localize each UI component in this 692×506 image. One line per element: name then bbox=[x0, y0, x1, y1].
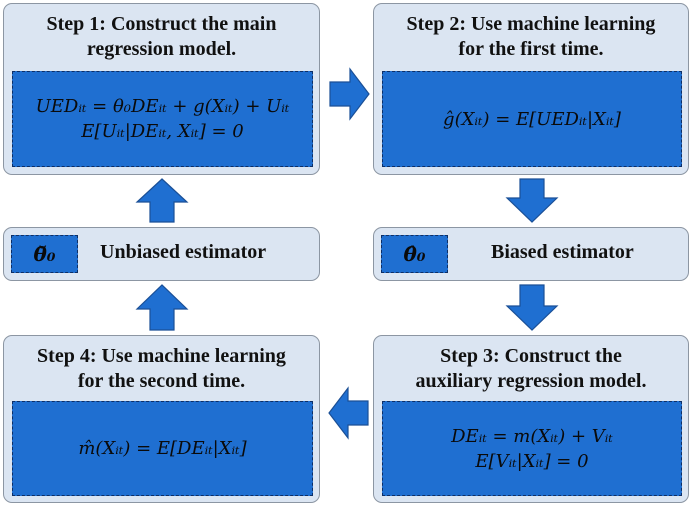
step3-panel: Step 3: Construct the auxiliary regressi… bbox=[373, 335, 689, 503]
arrow-down-step2-to-biased bbox=[505, 178, 559, 223]
step1-equation-box: UEDᵢₜ = θ₀DEᵢₜ + g(Xᵢₜ) + Uᵢₜ E[Uᵢₜ|DEᵢₜ… bbox=[12, 71, 313, 167]
step3-main-equation: DEᵢₜ = m(Xᵢₜ) + Vᵢₜ bbox=[451, 425, 613, 447]
step4-equation: m̂(Xᵢₜ) = E[DEᵢₜ|Xᵢₜ] bbox=[78, 438, 247, 459]
arrow-left-step3-to-step4 bbox=[328, 386, 369, 440]
biased-estimator-panel: θ̂₀ Biased estimator bbox=[373, 227, 689, 281]
unbiased-estimator-label: Unbiased estimator bbox=[100, 241, 267, 263]
step1-condition-equation: E[Uᵢₜ|DEᵢₜ, Xᵢₜ] = 0 bbox=[81, 121, 244, 142]
biased-theta-symbol: θ̂₀ bbox=[403, 242, 426, 266]
step3-equation-box: DEᵢₜ = m(Xᵢₜ) + Vᵢₜ E[Vᵢₜ|Xᵢₜ] = 0 bbox=[382, 401, 682, 496]
step4-title: Step 4: Use machine learning for the sec… bbox=[37, 345, 286, 392]
step2-title: Step 2: Use machine learning for the fir… bbox=[406, 13, 656, 60]
step3-title: Step 3: Construct the auxiliary regressi… bbox=[415, 345, 647, 392]
step4-panel: Step 4: Use machine learning for the sec… bbox=[3, 335, 320, 503]
arrow-down-biased-to-step3 bbox=[505, 284, 559, 331]
step4-equation-box: m̂(Xᵢₜ) = E[DEᵢₜ|Xᵢₜ] bbox=[12, 401, 313, 496]
step2-equation-box: ĝ(Xᵢₜ) = E[UEDᵢₜ|Xᵢₜ] bbox=[382, 71, 682, 167]
unbiased-theta-box: θ̆₀ bbox=[11, 235, 78, 273]
step3-condition-equation: E[Vᵢₜ|Xᵢₜ] = 0 bbox=[475, 450, 589, 472]
unbiased-theta-symbol: θ̆₀ bbox=[33, 242, 56, 266]
step2-panel: Step 2: Use machine learning for the fir… bbox=[373, 3, 689, 175]
biased-theta-box: θ̂₀ bbox=[381, 235, 448, 273]
unbiased-estimator-panel: θ̆₀ Unbiased estimator bbox=[3, 227, 320, 281]
arrow-right-step1-to-step2 bbox=[329, 67, 370, 121]
arrow-up-step4-to-unbiased bbox=[135, 284, 189, 331]
biased-estimator-label: Biased estimator bbox=[491, 241, 634, 263]
step1-main-equation: UEDᵢₜ = θ₀DEᵢₜ + g(Xᵢₜ) + Uᵢₜ bbox=[35, 96, 290, 117]
arrow-up-unbiased-to-step1 bbox=[135, 178, 189, 223]
step1-title: Step 1: Construct the main regression mo… bbox=[46, 13, 277, 60]
step1-panel: Step 1: Construct the main regression mo… bbox=[3, 3, 320, 175]
step2-equation: ĝ(Xᵢₜ) = E[UEDᵢₜ|Xᵢₜ] bbox=[443, 108, 621, 130]
